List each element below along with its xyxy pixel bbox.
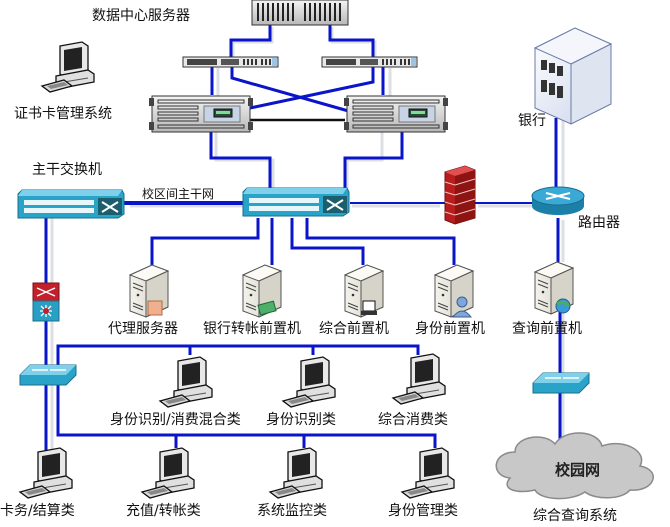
campus-backbone-label: 校区间主干网 — [142, 187, 215, 201]
link-dc-right — [328, 25, 375, 57]
firewall-icon[interactable] — [444, 165, 476, 225]
pc-card-settlement[interactable] — [19, 447, 73, 499]
terminal-icon — [362, 300, 376, 312]
recharge-transfer-label: 充值/转帐类 — [126, 503, 201, 519]
integrated-frontend-label: 综合前置机 — [319, 321, 389, 337]
pc-id-recognition[interactable] — [282, 356, 336, 408]
pc-integrated-consume[interactable] — [392, 353, 446, 405]
campus-network-label: 校园网 — [555, 461, 601, 479]
bank-label: 银行 — [518, 113, 546, 129]
integrated-consume-label: 综合消费类 — [378, 412, 448, 428]
link-bus-lower — [56, 385, 437, 448]
campus-network-cloud[interactable] — [495, 432, 654, 500]
proxy-server[interactable] — [129, 264, 169, 318]
integrated-query-system-label: 综合查询系统 — [533, 508, 617, 524]
link-core-identity — [305, 218, 456, 265]
money-icon — [257, 300, 277, 316]
pc-system-monitor[interactable] — [269, 447, 323, 499]
datacenter-1u-switch-right[interactable] — [321, 56, 418, 68]
query-frontend-server[interactable] — [534, 261, 574, 315]
router-icon[interactable] — [531, 186, 585, 215]
access-switch-right[interactable] — [532, 372, 590, 394]
datacenter-label: 数据中心服务器 — [92, 8, 190, 24]
link-rack-right-core — [343, 130, 404, 190]
integrated-frontend-server[interactable] — [344, 264, 384, 318]
cert-card-system-label: 证书卡管理系统 — [14, 106, 112, 122]
link-core-integrated — [290, 218, 365, 265]
id-recognition-label: 身份识别类 — [266, 412, 336, 428]
core-switch-label: 主干交换机 — [32, 162, 102, 178]
identity-management-label: 身份管理类 — [388, 503, 458, 519]
identity-frontend-label: 身份前置机 — [415, 321, 485, 337]
card-settlement-label: 卡务/结算类 — [0, 503, 75, 519]
link-dc-left — [229, 25, 272, 57]
proxy-badge-icon — [147, 300, 163, 316]
datacenter-storage-server[interactable] — [251, 0, 349, 26]
bank-transfer-frontend-label: 银行转帐前置机 — [203, 321, 301, 337]
datacenter-1u-switch-left[interactable] — [182, 56, 279, 68]
pc-identity-management[interactable] — [401, 447, 455, 499]
datacenter-rack-server-right[interactable] — [344, 95, 448, 133]
router-label: 路由器 — [578, 215, 620, 231]
query-frontend-label: 查询前置机 — [512, 321, 582, 337]
pc-recharge-transfer[interactable] — [141, 447, 195, 499]
link-rack-left-core — [209, 130, 272, 190]
user-icon — [456, 296, 468, 308]
link-cross-1 — [230, 67, 353, 114]
system-monitor-label: 系统监控类 — [257, 503, 327, 519]
proxy-server-label: 代理服务器 — [108, 321, 178, 337]
bank-building-icon — [533, 27, 613, 125]
core-switch-left[interactable] — [17, 189, 125, 219]
link-core-proxy — [150, 218, 260, 265]
layer3-switch-icon[interactable] — [32, 282, 60, 322]
links — [44, 25, 562, 470]
datacenter-rack-server-left[interactable] — [149, 95, 253, 133]
bank-transfer-frontend-server[interactable] — [242, 264, 282, 318]
identity-frontend-server[interactable] — [434, 264, 474, 318]
core-switch-center[interactable] — [242, 187, 350, 217]
workstation-icon[interactable] — [41, 41, 95, 93]
pc-id-consume-mixed[interactable] — [159, 356, 213, 408]
access-switch-left[interactable] — [19, 364, 77, 386]
link-bus-upper — [56, 344, 420, 370]
id-consume-mixed-label: 身份识别/消费混合类 — [110, 412, 241, 428]
link-cross-2 — [249, 67, 375, 110]
